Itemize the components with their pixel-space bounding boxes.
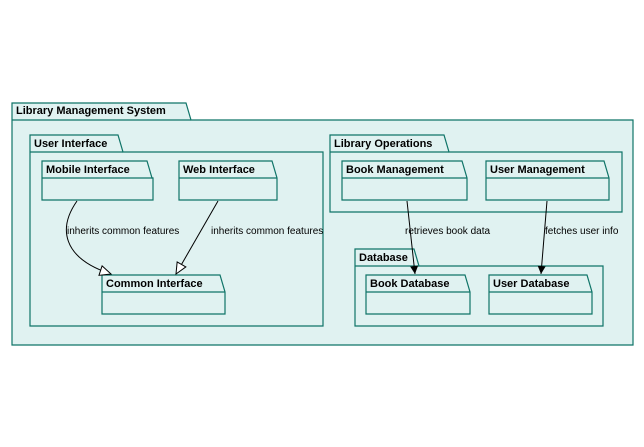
edge-mobile-to-common: inherits common features: [65, 200, 179, 276]
node-label-web-interface: Web Interface: [183, 164, 255, 176]
node-common-interface[interactable]: Common Interface: [101, 274, 226, 315]
edge-label-mobile-to-common: inherits common features: [67, 226, 179, 237]
edge-web-to-common: inherits common features: [175, 200, 323, 276]
package-title-database: Database: [359, 252, 408, 264]
node-label-mobile-interface: Mobile Interface: [46, 164, 130, 176]
edge-user-management-to-user-database: fetches user info: [537, 200, 619, 275]
edge-label-book-management-to-book-database: retrieves book data: [405, 226, 490, 237]
edge-label-web-to-common: inherits common features: [211, 226, 323, 237]
node-mobile-interface[interactable]: Mobile Interface: [41, 160, 154, 201]
package-title-user-interface: User Interface: [34, 138, 107, 150]
edge-book-management-to-book-database: retrieves book data: [405, 200, 490, 275]
node-label-book-database: Book Database: [370, 278, 449, 290]
package-title-library-operations: Library Operations: [334, 138, 432, 150]
node-book-management[interactable]: Book Management: [341, 160, 468, 201]
node-user-database[interactable]: User Database: [488, 274, 593, 315]
node-label-book-management: Book Management: [346, 164, 444, 176]
node-label-common-interface: Common Interface: [106, 278, 203, 290]
package-title-library-management-system: Library Management System: [16, 105, 166, 117]
node-book-database[interactable]: Book Database: [365, 274, 471, 315]
node-label-user-database: User Database: [493, 278, 569, 290]
node-web-interface[interactable]: Web Interface: [178, 160, 278, 201]
edge-label-user-management-to-user-database: fetches user info: [545, 226, 619, 237]
node-label-user-management: User Management: [490, 164, 585, 176]
node-user-management[interactable]: User Management: [485, 160, 610, 201]
